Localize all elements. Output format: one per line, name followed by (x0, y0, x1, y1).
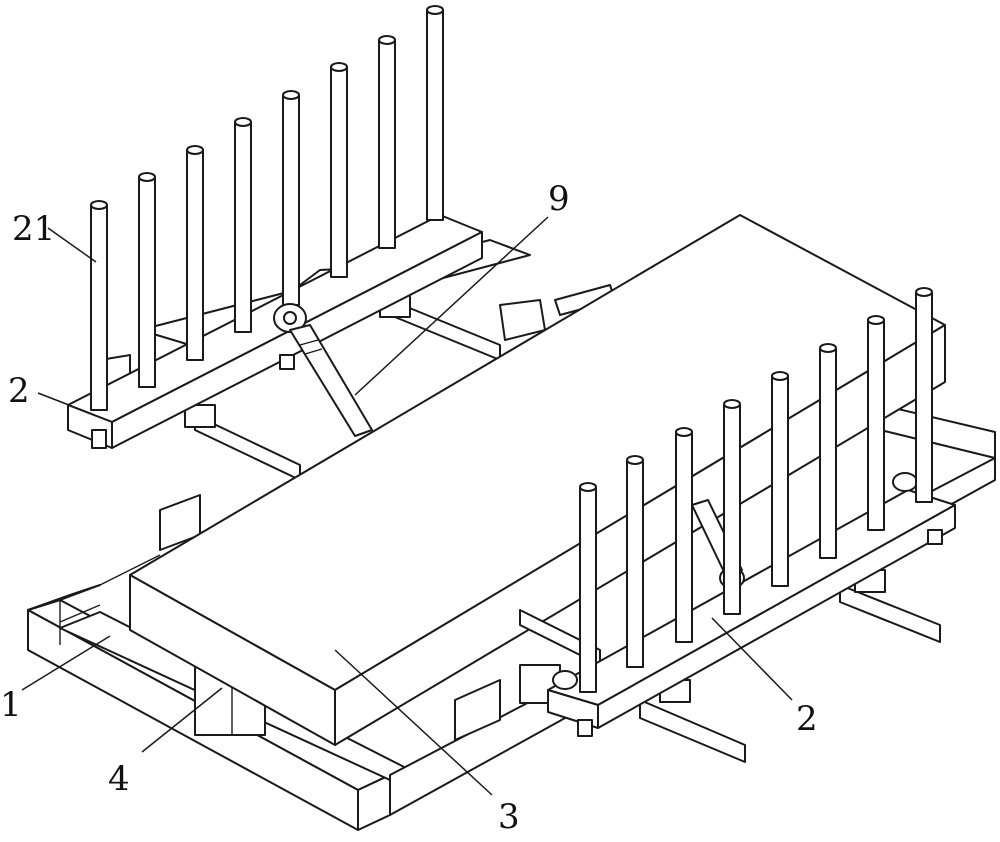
label-worktable: 3 (498, 797, 520, 837)
pin (771, 371, 789, 587)
leader-lines (21, 216, 793, 796)
pin (915, 287, 933, 503)
fixture-plate-right (547, 472, 956, 737)
pin (282, 90, 300, 306)
pin (626, 455, 644, 668)
pin (426, 5, 444, 221)
pin (675, 427, 693, 643)
pin (723, 399, 741, 615)
pin (819, 343, 837, 559)
pin (330, 62, 348, 278)
label-cylinder: 9 (548, 179, 570, 219)
cylinder (273, 303, 373, 437)
label-support: 4 (108, 759, 130, 799)
pin-row-left (90, 5, 444, 411)
pin (378, 35, 396, 249)
pin (90, 200, 108, 411)
label-fixture-right: 2 (796, 699, 818, 739)
pin-row-right (579, 287, 933, 693)
callout-labels: 21 2 9 1 4 3 2 (0, 179, 818, 837)
pin (186, 145, 204, 361)
pin (579, 482, 597, 693)
pin (234, 117, 252, 333)
label-fixture-left: 2 (8, 371, 30, 411)
label-pins: 21 (12, 209, 55, 249)
label-frame: 1 (0, 685, 22, 725)
pin (867, 315, 885, 531)
pin (138, 172, 156, 388)
